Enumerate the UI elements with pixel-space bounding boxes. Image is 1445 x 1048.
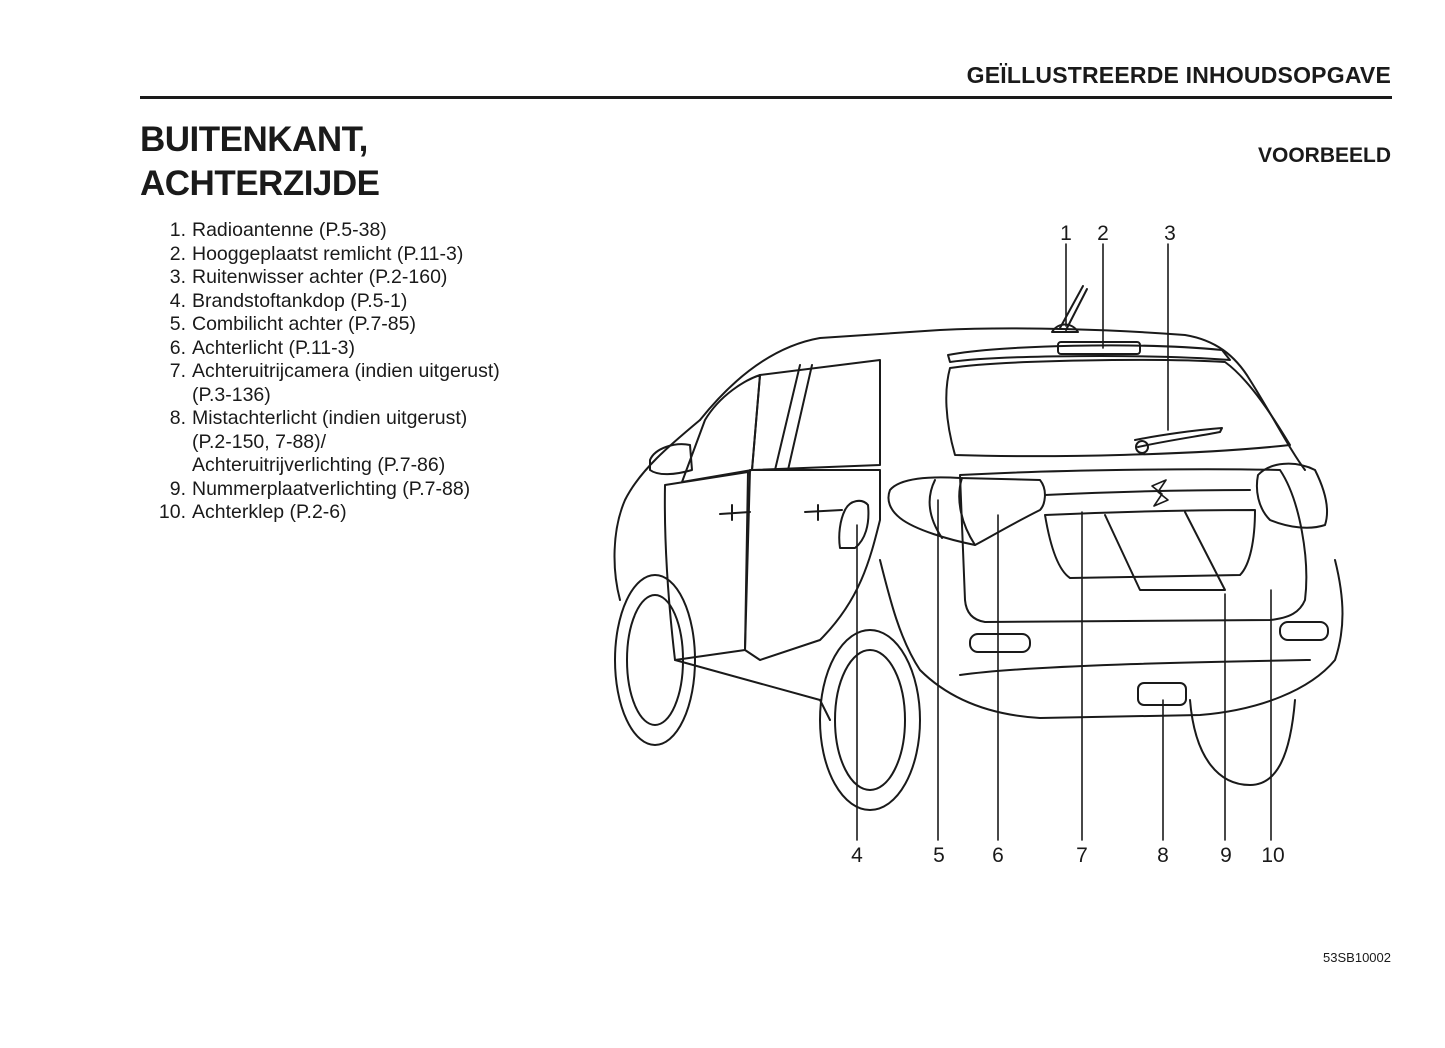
legend-item: 10. Achterklep (P.2-6) (150, 501, 500, 525)
rear-spoiler (947, 344, 1231, 363)
high-mount-stop-light (1057, 341, 1141, 355)
section-title-line-2: ACHTERZIJDE (140, 164, 380, 203)
legend-number: 3. (169, 266, 186, 288)
tailgate (959, 468, 1308, 623)
right-rear-combination-light (1255, 462, 1328, 529)
callout-4: 4 (851, 844, 863, 867)
legend-text: Hooggeplaatst remlicht (P.11-3) (192, 242, 464, 265)
left-light-divider-2 (958, 477, 976, 546)
rear-bumper (879, 559, 1344, 719)
legend-text: Combilicht achter (P.7-85) (192, 313, 416, 335)
page-header-title: GEÏLLUSTREERDE INHOUDSOPGAVE (966, 62, 1391, 88)
fog-reverse-light (1137, 682, 1187, 706)
rear-door-handle (804, 504, 843, 521)
legend-text: Brandstoftankdop (P.5-1) (192, 289, 408, 312)
callout-7: 7 (1076, 844, 1088, 867)
callout-3: 3 (1164, 222, 1176, 245)
left-reflector (969, 633, 1031, 653)
car-rear-drawing: 1 2 3 4 5 6 7 8 9 10 (613, 222, 1344, 867)
legend-text: Achterklep (P.2-6) (192, 501, 347, 523)
license-plate-recess (1044, 509, 1256, 579)
side-mirror (649, 443, 693, 476)
side-sill (674, 659, 831, 721)
legend-number: 7. (169, 360, 186, 382)
left-light-divider (928, 479, 943, 539)
fuel-cap (838, 499, 870, 549)
callout-1: 1 (1060, 222, 1072, 245)
rear-right-wheel (1189, 699, 1296, 786)
car-body-side-outline (613, 419, 701, 601)
rear-window (945, 359, 1291, 458)
legend-text: Mistachterlicht (indien uitgerust) (P.2-… (192, 407, 468, 476)
parts-legend: 1. Radioantenne (P.5-38) 2. Hooggeplaatst … (150, 219, 500, 525)
legend-number: 8. (169, 407, 186, 429)
front-left-wheel-inner (626, 594, 684, 726)
front-door-handle (719, 504, 751, 521)
left-rear-combination-light (887, 476, 1046, 546)
side-rear-door (744, 469, 881, 661)
rear-left-wheel-inner (834, 649, 906, 791)
rear-left-wheel (819, 629, 921, 811)
legend-number: 10. (158, 501, 186, 523)
callout-6: 6 (992, 844, 1004, 867)
legend-item: 5. Combilicht achter (P.7-85) (150, 313, 500, 337)
legend-item: 1. Radioantenne (P.5-38) (150, 219, 500, 243)
legend-item: 8. Mistachterlicht (indien uitgerust) (P.… (150, 407, 500, 478)
rear-wiper (1134, 427, 1223, 448)
legend-item: 2. Hooggeplaatst remlicht (P.11-3) (150, 243, 500, 267)
car-roof-outline (699, 327, 1306, 471)
legend-number: 1. (169, 219, 186, 241)
legend-text: Ruitenwisser achter (P.2-160) (192, 266, 448, 288)
legend-number: 2. (169, 242, 186, 265)
callout-5: 5 (933, 844, 945, 867)
legend-text: Radioantenne (P.5-38) (192, 219, 387, 241)
legend-item: 6. Achterlicht (P.11-3) (150, 337, 500, 361)
legend-text: Nummerplaatverlichting (P.7-88) (192, 477, 471, 500)
callout-9: 9 (1220, 844, 1232, 867)
side-window-front (681, 374, 761, 483)
right-reflector (1279, 621, 1329, 641)
side-pillar (774, 364, 813, 471)
figure-code: 53SB10002 (1323, 950, 1391, 965)
section-title: BUITENKANT, ACHTERZIJDE (140, 118, 380, 206)
antenna-base (1051, 323, 1079, 333)
legend-item: 9. Nummerplaatverlichting (P.7-88) (150, 478, 500, 502)
legend-number: 5. (169, 313, 186, 335)
tailgate-upper-line (1044, 489, 1251, 496)
bumper-lower-line (959, 659, 1311, 676)
license-plate-lamp-line (1104, 511, 1226, 591)
legend-text: Achterlicht (P.11-3) (192, 336, 355, 359)
callout-10: 10 (1261, 844, 1284, 867)
callout-8: 8 (1157, 844, 1169, 867)
legend-item: 3. Ruitenwisser achter (P.2-160) (150, 266, 500, 290)
header-rule (140, 96, 1392, 99)
callout-2: 2 (1097, 222, 1109, 245)
car-rear-illustration: 1 2 3 4 5 6 7 8 9 10 (600, 210, 1360, 880)
side-front-door (663, 471, 749, 661)
legend-item: 4. Brandstoftankdop (P.5-1) (150, 290, 500, 314)
callout-lines (856, 243, 1272, 841)
section-title-line-1: BUITENKANT, (140, 120, 368, 159)
figure-label: VOORBEELD (1257, 144, 1391, 167)
legend-text: Achteruitrijcamera (indien uitgerust) (P… (192, 360, 500, 406)
side-window-rear (751, 359, 881, 471)
legend-number: 6. (169, 336, 186, 359)
suzuki-emblem (1151, 479, 1169, 507)
radio-antenna (1059, 285, 1088, 331)
legend-number: 4. (169, 289, 186, 312)
wiper-pivot (1135, 440, 1149, 454)
legend-item: 7. Achteruitrijcamera (indien uitgerust) … (150, 360, 500, 407)
front-left-wheel (614, 574, 696, 746)
legend-number: 9. (169, 477, 186, 500)
